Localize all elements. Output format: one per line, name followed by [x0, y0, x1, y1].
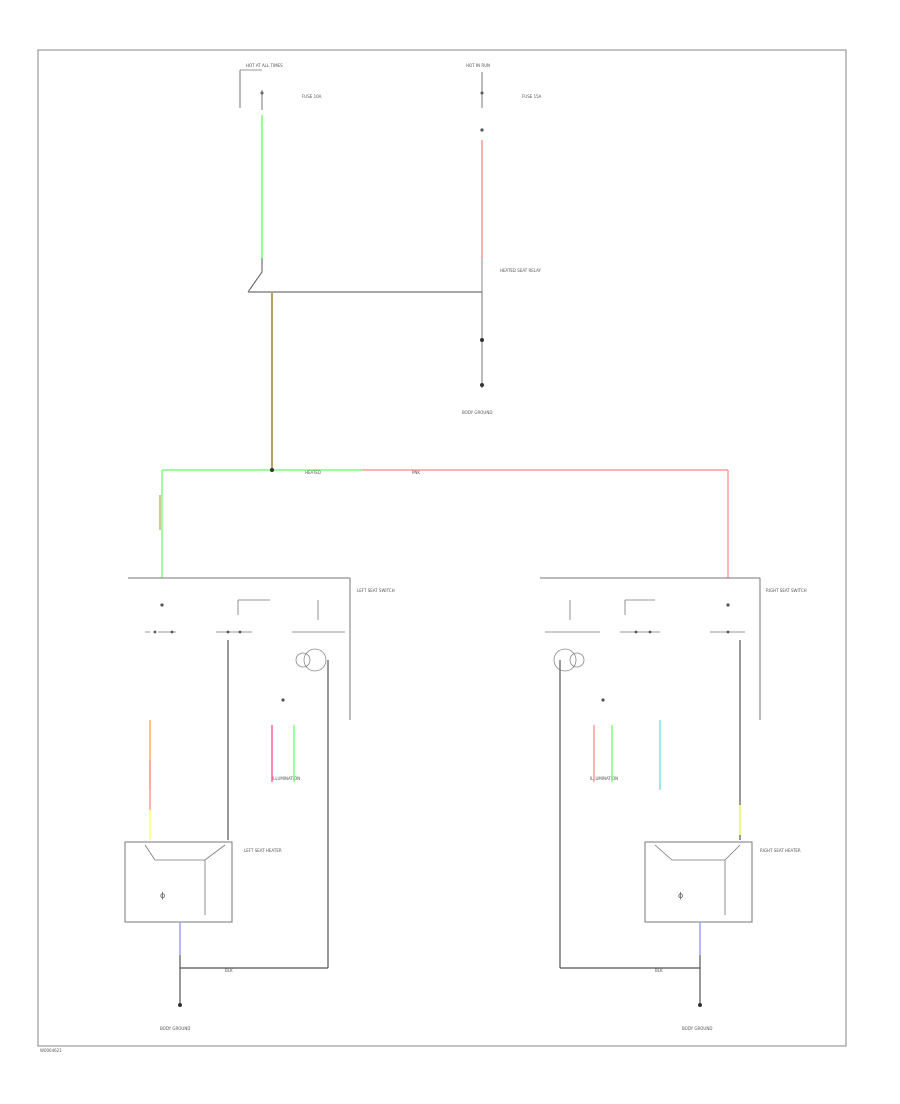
left-lamp-label: ILLUMINATION — [272, 776, 300, 781]
right-lamp-label: ILLUMINATION — [590, 776, 618, 781]
left-seat-switch: LEFT SEAT SWITCH — [128, 577, 395, 720]
left-seat-heater-module: LEFT SEAT HEATER ϕ — [124, 841, 282, 923]
right-module-icon: ϕ — [678, 891, 683, 900]
right-module-label: RIGHT SEAT HEATER — [760, 848, 801, 853]
right-ground-label: BODY GROUND — [682, 1026, 712, 1031]
right-seat-heater-module: RIGHT SEAT HEATER ϕ — [644, 841, 801, 923]
right-lamp-feed: ILLUMINATION — [590, 698, 618, 782]
center-ground: BODY GROUND — [462, 292, 492, 415]
left-module-label: LEFT SEAT HEATER — [244, 848, 282, 853]
left-module-icon: ϕ — [160, 891, 165, 900]
left-ground-label: BODY GROUND — [160, 1026, 190, 1031]
right-switch-label: RIGHT SEAT SWITCH — [766, 588, 807, 593]
center-relay-label: HEATED SEAT RELAY — [500, 268, 542, 273]
top-left-fuse-label: HOT AT ALL TIMES — [246, 63, 283, 68]
top-right-fuse-desc: FUSE 15A — [522, 94, 542, 99]
center-ground-label: BODY GROUND — [462, 410, 492, 415]
right-seat-switch: RIGHT SEAT SWITCH — [540, 577, 807, 720]
left-switch-label: LEFT SEAT SWITCH — [357, 588, 395, 593]
top-right-supply: HOT IN RUN FUSE 15A — [466, 63, 542, 132]
left-lamp-feed: ILLUMINATION — [271, 698, 300, 782]
diagram-frame — [37, 49, 847, 1047]
junction-mid-label: HEATED — [305, 470, 321, 475]
top-left-supply: HOT AT ALL TIMES FUSE 10A — [239, 63, 322, 110]
top-left-fuse-desc: FUSE 10A — [302, 94, 322, 99]
center-relay: HEATED SEAT RELAY — [247, 258, 542, 293]
right-bus-label: BLK — [655, 968, 663, 973]
junction-red-label: PNK — [412, 470, 420, 475]
footer-code: W0004621 — [40, 1048, 62, 1053]
left-bus-label: BLK — [225, 968, 233, 973]
top-right-fuse-label: HOT IN RUN — [466, 63, 490, 68]
